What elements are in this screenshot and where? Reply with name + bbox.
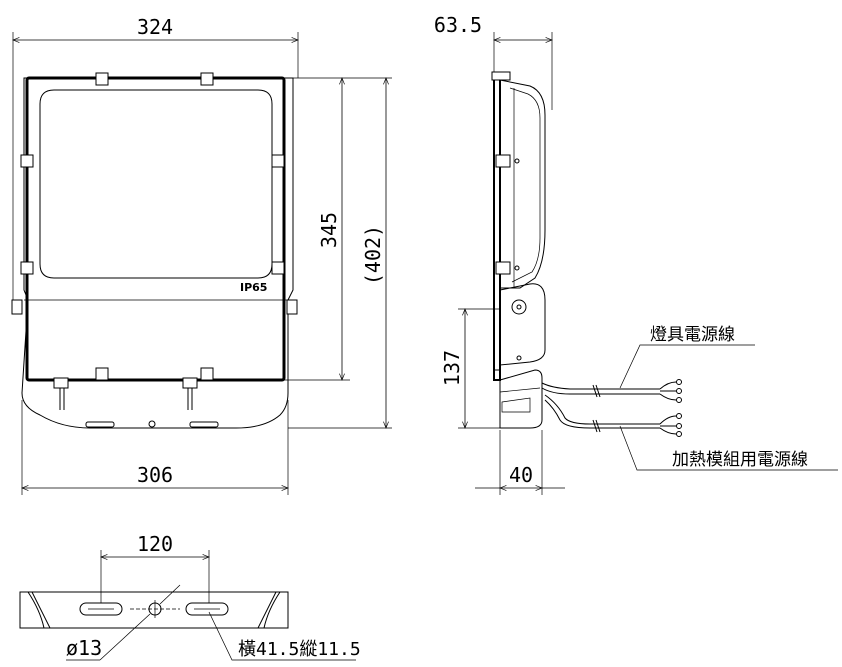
- front-dimensions: 324 306 345 (402): [13, 15, 392, 495]
- dim-hole-spacing: 120: [137, 532, 173, 556]
- cable-label-heater-power: 加熱模組用電源線: [672, 450, 808, 470]
- cable-label-lamp-power: 燈具電源線: [650, 325, 735, 345]
- dim-bracket-height: 137: [440, 350, 464, 386]
- dim-hole-diameter: ø13: [66, 636, 102, 660]
- dim-height-inner: 345: [317, 212, 341, 248]
- bottom-view: ø13 橫41.5縱11.5: [19, 584, 361, 661]
- side-dimensions: 63.5 137 40: [434, 13, 565, 495]
- side-view: 燈具電源線 加熱模組用電源線: [491, 71, 838, 471]
- front-view: IP65: [11, 72, 298, 429]
- dim-width-bottom: 306: [137, 463, 173, 487]
- ip-rating-label: IP65: [240, 281, 267, 294]
- dim-bracket-depth: 40: [509, 463, 533, 487]
- dim-depth-top: 63.5: [434, 13, 482, 37]
- dim-height-total: (402): [361, 225, 385, 285]
- dim-slot-size: 橫41.5縱11.5: [238, 639, 361, 660]
- dim-width-top: 324: [137, 15, 173, 39]
- bottom-dimensions: 120: [101, 532, 209, 603]
